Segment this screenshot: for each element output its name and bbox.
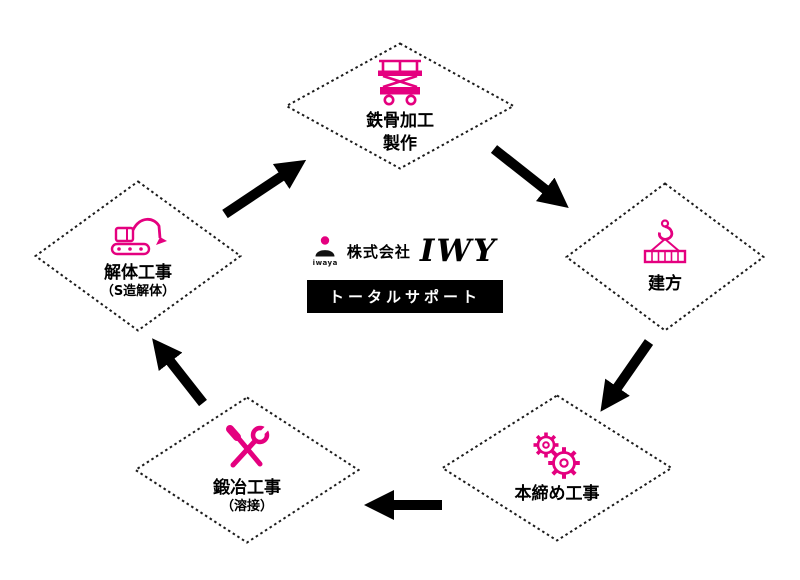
crane-hook-icon [643,219,687,264]
node-label: 製作 [383,133,417,154]
person-icon [315,236,335,257]
logo-mark: iwaya [313,236,338,267]
arrow-erection-to-tightening [600,339,654,412]
diamond-border [34,180,242,332]
excavator-icon [110,218,167,256]
node-erection: 建方 [565,182,765,332]
company-name: IWY [419,233,498,269]
node-sublabel: （S造解体） [100,284,176,300]
diamond-border [134,396,360,544]
node-final-tightening: 本締め工事 [441,394,673,542]
node-label: 解体工事 [104,263,172,284]
node-demolition: 解体工事 （S造解体） [34,180,242,332]
center-block: iwaya 株式会社 IWY トータルサポート [270,236,540,313]
node-label: 建方 [648,274,682,295]
company-logo: iwaya 株式会社 IWY [313,233,498,269]
logo-caption: iwaya [312,259,338,267]
total-support-banner: トータルサポート [306,280,503,313]
node-sublabel: （溶接） [220,499,273,515]
gears-icon [533,432,580,480]
diamond-border [441,394,673,542]
node-steel-fabrication: 鉄骨加工 製作 [285,42,515,170]
node-label: 鉄骨加工 [366,111,434,132]
node-label: 鍛冶工事 [213,478,281,499]
company-prefix: 株式会社 [346,243,411,261]
node-blacksmith: 鍛冶工事 （溶接） [134,396,360,544]
scissor-lift-icon [378,60,422,106]
node-label: 本締め工事 [514,484,600,505]
diamond-border [285,42,515,170]
tools-icon [226,424,271,468]
